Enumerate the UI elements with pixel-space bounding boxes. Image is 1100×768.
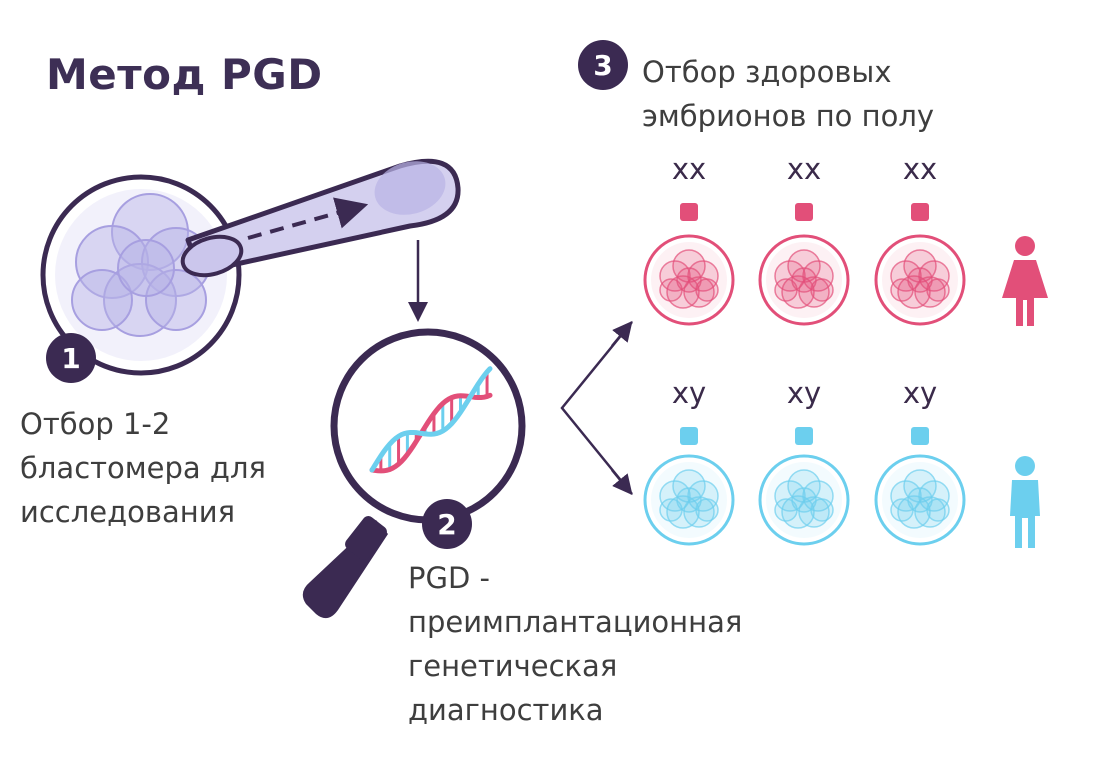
blastomere [71, 269, 133, 331]
embryo-cell [890, 260, 922, 292]
transfer-arrow [247, 197, 369, 240]
female-icon [1002, 236, 1048, 326]
marker-square [680, 203, 698, 221]
step-3-caption: Отбор здоровых эмбрионов по полу [642, 55, 935, 133]
marker-square [795, 427, 813, 445]
dna-strand [369, 366, 493, 473]
embryo-cell [798, 496, 830, 528]
step-3-badge: 3 [578, 40, 628, 90]
chromosome-label: ху [902, 376, 938, 410]
embryo-cell [810, 498, 834, 522]
embryo-cell [683, 276, 715, 308]
chromosome-label: ху [671, 376, 707, 410]
biopsy-pipette [180, 158, 461, 278]
blastomere-cells [71, 193, 211, 337]
step-1-caption: Отбор 1-2 бластомера для исследования [20, 407, 266, 529]
embryo-groups [643, 203, 966, 546]
male-icon [1010, 456, 1040, 548]
chromosome-label: хх [902, 152, 938, 186]
chromosome-label: ху [786, 376, 822, 410]
embryo-biopsy [40, 174, 242, 376]
embryo-cell [774, 498, 798, 522]
embryo-cell [914, 496, 946, 528]
chromosome-label: хх [786, 152, 822, 186]
embryo-cell [798, 276, 830, 308]
embryo-cell [926, 498, 950, 522]
step-1-badge: 1 [46, 333, 96, 383]
embryo-cell [659, 480, 691, 512]
marker-square [680, 427, 698, 445]
blastomere [117, 239, 175, 297]
embryo-cell [659, 498, 683, 522]
step-2-caption: PGD - преимплантационная генетическая ди… [408, 561, 743, 727]
step-2-badge: 2 [422, 499, 472, 549]
embryo-cell [695, 278, 719, 302]
embryo-cell [774, 260, 806, 292]
embryo-cell [890, 498, 914, 522]
embryo-cell [890, 480, 922, 512]
embryo-cell [914, 276, 946, 308]
embryo-cell [890, 278, 914, 302]
marker-square [795, 203, 813, 221]
embryo-cell [774, 278, 798, 302]
blastomere [145, 269, 207, 331]
embryo-cell [926, 278, 950, 302]
dna-icon [369, 366, 493, 474]
branch-arrows [560, 320, 633, 496]
chromosome-label: хх [671, 152, 707, 186]
marker-square [911, 203, 929, 221]
embryo-cell [683, 496, 715, 528]
embryo-cell [695, 498, 719, 522]
marker-square [911, 427, 929, 445]
embryo-cell [659, 260, 691, 292]
embryo-cell [810, 278, 834, 302]
embryo-cell [659, 278, 683, 302]
embryo-cell [774, 480, 806, 512]
page-title: Метод PGD [46, 50, 323, 99]
